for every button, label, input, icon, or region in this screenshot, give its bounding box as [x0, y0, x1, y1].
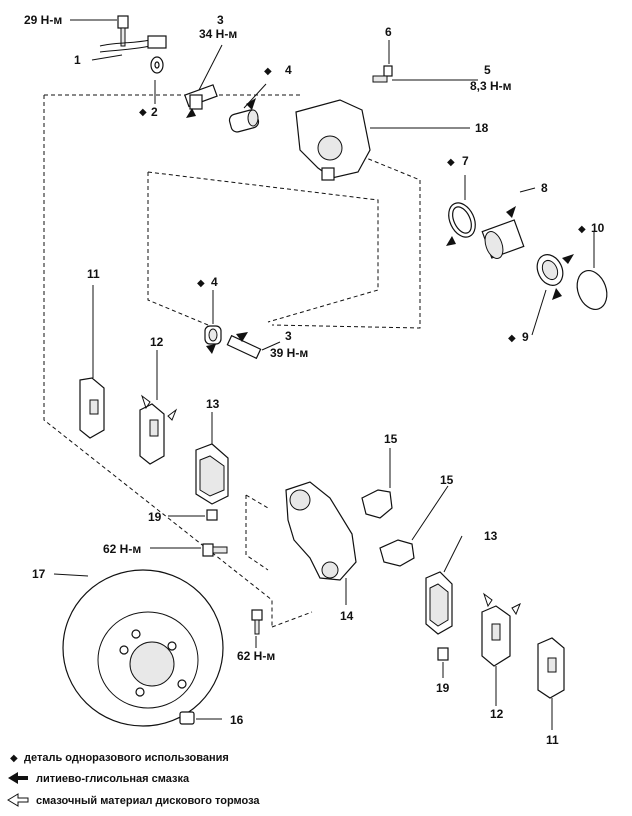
bolt-62nm-a — [202, 543, 228, 557]
bolt-62nm-b — [251, 609, 263, 635]
grease-arrow-icon — [246, 98, 256, 110]
label-62b: 62 Н-м — [237, 649, 275, 663]
label-8: 8 — [541, 181, 548, 195]
label-9: 9 — [522, 330, 529, 344]
brake-pad-13a — [195, 443, 229, 505]
hub-nut-16 — [179, 711, 195, 725]
support-plate-15a — [361, 489, 393, 519]
label-62a: 62 Н-м — [103, 542, 141, 556]
label-5: 5 — [484, 63, 491, 77]
label-15b: 15 — [440, 473, 454, 487]
label-3b: 3 — [285, 329, 292, 343]
label-18: 18 — [475, 121, 489, 135]
label-10: 10 — [591, 221, 605, 235]
shim-11b — [537, 637, 565, 699]
disc-grease-arrow-icon — [167, 408, 178, 421]
label-11a: 11 — [87, 267, 100, 281]
grease-arrow-icon — [562, 254, 574, 264]
support-plate-15b — [379, 539, 415, 567]
label-12a: 12 — [150, 335, 164, 349]
label-7: 7 — [462, 154, 469, 168]
disc-grease-arrow-icon — [511, 602, 521, 616]
label-3a-torque: 34 Н-м — [199, 27, 237, 41]
grease-arrow-icon — [206, 344, 216, 354]
slide-pin-3a — [184, 84, 218, 110]
legend-single-use: деталь одноразового использования — [24, 752, 229, 764]
label-13a: 13 — [206, 397, 220, 411]
label-19b: 19 — [436, 681, 450, 695]
assembly-dashed-lines — [43, 94, 421, 628]
single-use-icon: ◆ — [508, 333, 516, 344]
bolt-29nm — [117, 15, 129, 47]
label-12b: 12 — [490, 707, 504, 721]
caliper-body-18 — [295, 99, 371, 181]
label-19a: 19 — [148, 510, 162, 524]
gasket-2 — [150, 56, 164, 74]
shim-12b — [481, 605, 511, 667]
piston-seal-7 — [448, 202, 476, 238]
disc-grease-arrow-icon — [483, 592, 493, 608]
wear-indicator-19b — [437, 647, 449, 661]
grease-arrow-icon — [236, 332, 248, 342]
label-11b: 11 — [546, 733, 559, 747]
single-use-icon: ◆ — [10, 753, 18, 764]
single-use-icon: ◆ — [578, 224, 586, 235]
grease-arrow-icon — [8, 772, 28, 784]
label-1: 1 — [74, 53, 81, 67]
label-2: 2 — [151, 105, 158, 119]
brake-disc-17 — [62, 569, 224, 727]
legend-grease: литиево-глисольная смазка — [36, 773, 190, 785]
caliper-bracket-14 — [285, 481, 357, 581]
label-29nm: 29 Н-м — [24, 13, 62, 27]
label-3b-torque: 39 Н-м — [270, 346, 308, 360]
bleeder-plug-6 — [372, 65, 393, 83]
single-use-icon: ◆ — [447, 157, 455, 168]
label-6: 6 — [385, 25, 392, 39]
single-use-icon: ◆ — [197, 278, 205, 289]
piston-8 — [481, 219, 525, 259]
set-ring-10 — [576, 270, 608, 310]
label-16: 16 — [230, 713, 244, 727]
label-4b: 4 — [211, 275, 218, 289]
grease-arrow-icon — [552, 288, 562, 300]
label-14: 14 — [340, 609, 354, 623]
legend-disc-brake-grease: смазочный материал дискового тормоза — [36, 795, 260, 807]
disc-grease-arrow-icon — [141, 394, 151, 410]
grease-arrow-icon — [186, 108, 196, 118]
boot-4a — [228, 109, 260, 133]
shim-12a — [139, 403, 165, 465]
grease-arrow-icon — [446, 236, 456, 246]
single-use-icon: ◆ — [264, 66, 272, 77]
legend: ◆ деталь одноразового использования лити… — [7, 752, 260, 807]
label-17: 17 — [32, 567, 46, 581]
flexible-hose — [99, 35, 167, 53]
wear-indicator-19a — [206, 509, 218, 521]
brake-pad-13b — [425, 571, 453, 635]
shim-11a — [79, 377, 105, 439]
label-15a: 15 — [384, 432, 398, 446]
single-use-icon: ◆ — [139, 107, 147, 118]
label-3a: 3 — [217, 13, 224, 27]
grease-arrow-icon — [506, 206, 516, 218]
label-4a: 4 — [285, 63, 292, 77]
cylinder-boot-9 — [536, 254, 564, 286]
disc-grease-arrow-icon — [7, 793, 29, 807]
slide-pin-3b — [226, 334, 262, 360]
label-13b: 13 — [484, 529, 498, 543]
label-5-torque: 8,3 Н-м — [470, 79, 512, 93]
boot-4b — [204, 325, 222, 345]
